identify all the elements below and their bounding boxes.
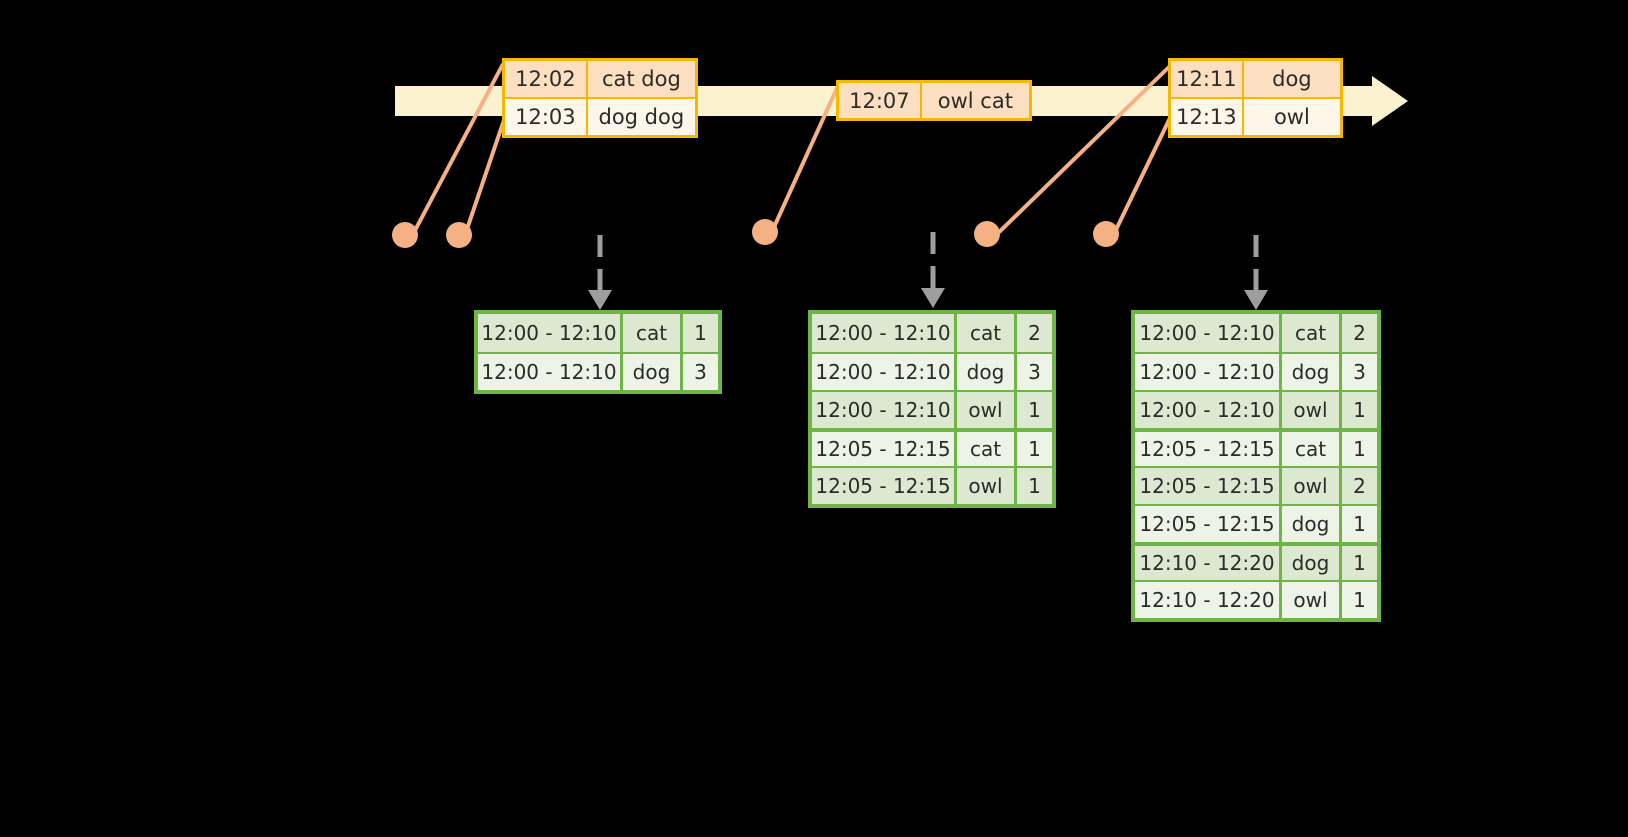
- cell-range: 12:00 - 12:10: [1135, 354, 1282, 390]
- cell-word: dog: [1282, 506, 1342, 542]
- timeline-event-row: 12:13 owl: [1171, 97, 1340, 135]
- event-words: dog dog: [598, 105, 685, 129]
- cell-word: owl: [1282, 468, 1342, 504]
- timeline-event-box-1[interactable]: 12:02 cat dog 12:03 dog dog: [502, 58, 698, 138]
- cell-range: 12:05 - 12:15: [812, 468, 957, 504]
- cell-cnt: 1: [1353, 437, 1366, 461]
- event-words: dog: [1272, 67, 1312, 91]
- cell-range: 12:05 - 12:15: [1135, 432, 1282, 466]
- cell-cnt: 1: [1028, 398, 1041, 422]
- cell-word: cat: [1282, 314, 1342, 352]
- event-marker-1211[interactable]: [974, 221, 1000, 247]
- event-time: 12:11: [1171, 61, 1244, 97]
- emit-arrow-3: [1244, 235, 1268, 310]
- cell-cnt: 3: [1028, 360, 1041, 384]
- event-marker-1207[interactable]: [752, 219, 778, 245]
- cell-cnt: 2: [1028, 321, 1041, 345]
- cell-range: 12:00 - 12:10: [1135, 392, 1282, 428]
- event-time: 12:07: [839, 83, 922, 118]
- cell-cnt: 1: [1353, 551, 1366, 575]
- cell-range: 12:00 - 12:10: [478, 314, 623, 352]
- cell-range: 12:05 - 12:15: [812, 432, 957, 466]
- cell-cnt: 2: [1353, 474, 1366, 498]
- event-words: owl cat: [937, 88, 1013, 113]
- event-time: 12:03: [505, 99, 588, 135]
- timeline-event-row: 12:02 cat dog: [505, 61, 695, 97]
- event-marker-1213[interactable]: [1093, 221, 1119, 247]
- timeline-event-row: 12:11 dog: [1171, 61, 1340, 97]
- event-time: 12:02: [505, 61, 588, 97]
- cell-word: cat: [957, 432, 1017, 466]
- cell-range: 12:10 - 12:20: [1135, 582, 1282, 618]
- cell-cnt: 1: [1353, 398, 1366, 422]
- cell-cnt: 1: [1353, 512, 1366, 536]
- cell-cnt: 1: [1353, 588, 1366, 612]
- cell-range: 12:00 - 12:10: [812, 354, 957, 390]
- event-words: owl: [1273, 105, 1310, 129]
- cell-word: owl: [957, 468, 1017, 504]
- cell-range: 12:00 - 12:10: [812, 392, 957, 428]
- cell-cnt: 3: [1353, 360, 1366, 384]
- cell-word: dog: [623, 354, 683, 390]
- timeline-event-row: 12:03 dog dog: [505, 97, 695, 135]
- cell-range: 12:10 - 12:20: [1135, 546, 1282, 580]
- emit-arrow-2: [921, 232, 945, 308]
- event-time: 12:13: [1171, 99, 1244, 135]
- cell-word: owl: [1282, 392, 1342, 428]
- cell-word: owl: [957, 392, 1017, 428]
- cell-range: 12:00 - 12:10: [478, 354, 623, 390]
- cell-range: 12:05 - 12:15: [1135, 506, 1282, 542]
- cell-word: cat: [1282, 432, 1342, 466]
- event-marker-1202[interactable]: [392, 222, 418, 248]
- timeline-arrowhead-icon: [1372, 76, 1408, 126]
- event-words: cat dog: [601, 67, 681, 91]
- cell-word: dog: [1282, 546, 1342, 580]
- cell-cnt: 1: [1028, 474, 1041, 498]
- cell-word: owl: [1282, 582, 1342, 618]
- cell-cnt: 2: [1353, 321, 1366, 345]
- emit-arrow-1: [588, 235, 612, 310]
- cell-cnt: 1: [694, 321, 707, 345]
- timeline-event-box-2[interactable]: 12:07 owl cat: [836, 80, 1032, 121]
- timeline-event-box-3[interactable]: 12:11 dog 12:13 owl: [1168, 58, 1343, 138]
- cell-cnt: 1: [1028, 437, 1041, 461]
- cell-word: cat: [623, 314, 683, 352]
- cell-word: cat: [957, 314, 1017, 352]
- event-marker-1203[interactable]: [446, 222, 472, 248]
- cell-range: 12:00 - 12:10: [812, 314, 957, 352]
- timeline-event-row: 12:07 owl cat: [839, 83, 1029, 118]
- cell-cnt: 3: [694, 360, 707, 384]
- cell-word: dog: [957, 354, 1017, 390]
- cell-range: 12:00 - 12:10: [1135, 314, 1282, 352]
- cell-range: 12:05 - 12:15: [1135, 468, 1282, 504]
- cell-word: dog: [1282, 354, 1342, 390]
